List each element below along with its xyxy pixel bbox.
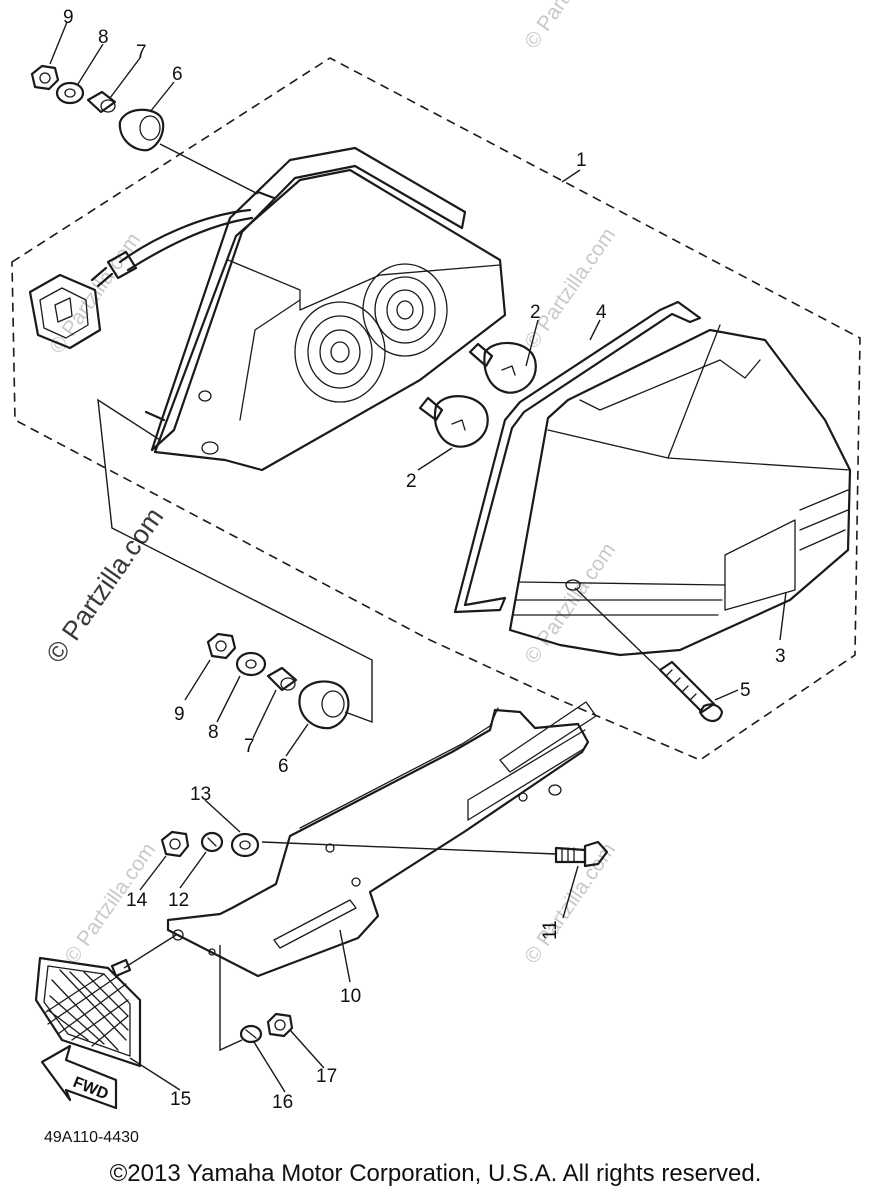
callout-6: 6: [172, 64, 183, 85]
bulb-upper: [468, 341, 537, 394]
reflector-15: [34, 934, 177, 1068]
wire-harness: [118, 208, 252, 264]
callout-3: 3: [775, 646, 786, 667]
callout-11: 11: [540, 920, 561, 940]
lock-washer-16: [239, 1024, 263, 1044]
wire-connector: [28, 273, 102, 350]
callout-8: 8: [208, 722, 219, 743]
gasket-4: [453, 300, 702, 614]
callout-7: 7: [244, 736, 255, 757]
callout-14: 14: [126, 890, 148, 911]
stud-line-top: [159, 143, 259, 195]
callout-7: 7: [136, 42, 147, 63]
callout-6: 6: [278, 756, 289, 777]
nut-17: [266, 1012, 294, 1038]
callout-16: 16: [272, 1092, 293, 1113]
taillight-lens-3: [508, 324, 852, 657]
callout-4: 4: [596, 302, 607, 323]
watermark: © Partzilla.com: [520, 224, 620, 353]
callout-1: 1: [576, 150, 587, 171]
watermark: © Partzilla.com: [520, 0, 620, 53]
watermarks: © Partzilla.com © Partzilla.com © Partzi…: [40, 0, 620, 968]
callout-9: 9: [174, 704, 185, 725]
callout-2: 2: [406, 471, 417, 492]
wire-sleeve: [106, 250, 138, 280]
callout-numbers: 9 8 7 6 1 2 4 2 3 5 9 8 7 6 13 14 12 11 …: [63, 7, 786, 1113]
grommet-6-mid: [298, 680, 350, 730]
bracket-10: [166, 701, 597, 978]
bulb-lower: [418, 395, 489, 448]
bolt-11: [261, 840, 609, 868]
hardware-16-17: [219, 945, 294, 1052]
callout-12: 12: [168, 890, 189, 911]
taillight-base: [28, 146, 507, 472]
nut-9-mid: [206, 632, 237, 660]
callout-17: 17: [316, 1066, 337, 1087]
washer-8-top: [55, 81, 85, 105]
bulbs: [418, 341, 537, 448]
watermark: © Partzilla.com: [520, 539, 620, 668]
collar-7-mid: [266, 666, 298, 692]
part-code: 49A110-4430: [44, 1129, 139, 1146]
base-flange: [150, 146, 467, 452]
callout-15: 15: [170, 1089, 191, 1110]
copyright-notice: ©2013 Yamaha Motor Corporation, U.S.A. A…: [109, 1160, 762, 1187]
washer-8-mid: [235, 651, 267, 677]
screw-5: [574, 587, 724, 723]
nut-9-top: [30, 64, 60, 91]
callout-13: 13: [190, 784, 211, 805]
nut-14: [160, 830, 190, 858]
callout-8: 8: [98, 27, 109, 48]
watermark: © Partzilla.com: [520, 839, 620, 968]
lock-washer-12: [200, 831, 224, 853]
callout-2: 2: [530, 302, 541, 323]
hardware-set-middle: [97, 398, 373, 730]
hardware-set-top: [30, 64, 259, 195]
washer-13: [230, 832, 260, 858]
base-inner: [227, 259, 501, 311]
lens-rings: [294, 263, 448, 403]
leader-lines: [49, 21, 787, 1093]
grommet-6-top: [118, 108, 165, 152]
callout-5: 5: [740, 680, 751, 701]
callout-9: 9: [63, 7, 74, 28]
hardware-12-13-14: [160, 830, 260, 858]
watermark-main: © Partzilla.com: [40, 502, 169, 668]
callout-10: 10: [340, 986, 361, 1007]
collar-7-top: [86, 90, 117, 114]
base-rim: [153, 168, 507, 472]
assembly-boundary: [11, 57, 861, 761]
